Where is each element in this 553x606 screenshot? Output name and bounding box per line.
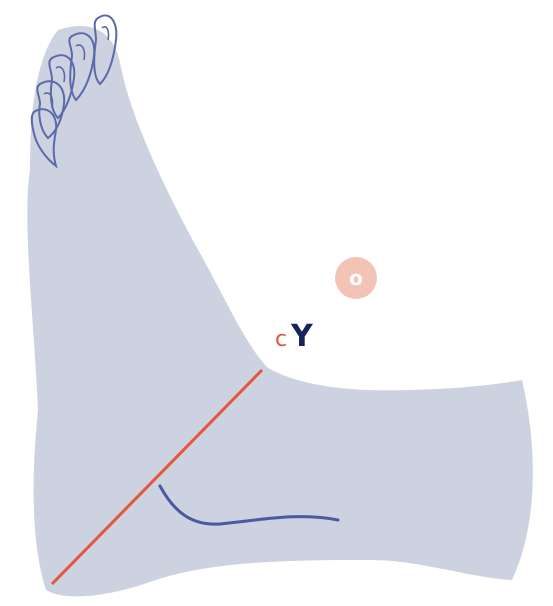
label-c: c xyxy=(275,327,287,352)
marker-label: o xyxy=(349,266,363,290)
label-y: Y xyxy=(290,319,314,354)
foot-shape xyxy=(27,26,533,596)
